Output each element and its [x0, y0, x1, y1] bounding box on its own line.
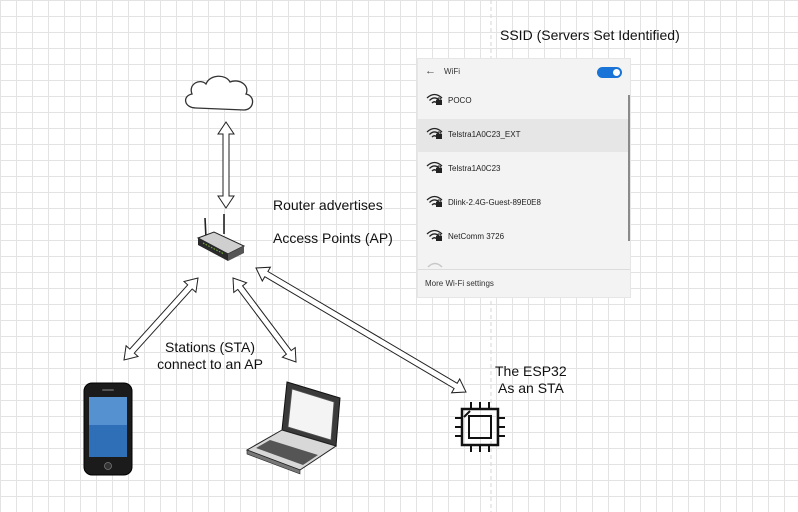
ssid-label: SSID (Servers Set Identified) — [500, 27, 680, 43]
network-list-item-partial — [418, 259, 629, 269]
network-name: POCO — [448, 96, 472, 105]
router-icon — [196, 214, 246, 261]
laptop-icon — [245, 381, 341, 475]
router-label-line2: Access Points (AP) — [273, 230, 393, 246]
wifi-lock-icon — [426, 92, 443, 106]
network-name: Telstra1A0C23_EXT — [448, 130, 521, 139]
network-item[interactable]: POCO — [418, 85, 629, 118]
wifi-lock-icon — [426, 126, 443, 140]
phone-icon — [83, 382, 133, 476]
more-wifi-settings-link[interactable]: More Wi-Fi settings — [425, 279, 494, 288]
esp-label-line1: The ESP32 — [495, 363, 567, 379]
cloud-router-arrow — [217, 121, 235, 209]
network-name: Dlink-2.4G-Guest-89E0E8 — [448, 198, 541, 207]
stations-label-line2: connect to an AP — [157, 356, 263, 372]
network-item[interactable]: Telstra1A0C23 — [418, 153, 629, 186]
network-item[interactable]: NetComm 3726 — [418, 221, 629, 254]
router-phone-arrow — [123, 277, 199, 361]
chip-icon — [455, 402, 505, 452]
router-esp-arrow — [255, 266, 467, 394]
cloud-icon — [185, 75, 254, 111]
network-item[interactable]: Telstra1A0C23_EXT — [418, 119, 629, 152]
router-laptop-arrow — [232, 277, 297, 363]
network-item[interactable]: Dlink-2.4G-Guest-89E0E8 — [418, 187, 629, 220]
wifi-panel: ← WiFi POCO Telstra1A0C23_EXT Telstra1A0C2… — [417, 58, 631, 298]
router-label-line1: Router advertises — [273, 197, 383, 213]
network-name: NetComm 3726 — [448, 232, 505, 241]
wifi-panel-footer: More Wi-Fi settings — [418, 269, 630, 299]
network-name: Telstra1A0C23 — [448, 164, 501, 173]
network-list-scrollbar[interactable] — [628, 95, 630, 241]
wifi-toggle[interactable] — [597, 67, 622, 78]
stations-label-line1: Stations (STA) — [165, 339, 255, 355]
back-arrow-icon[interactable]: ← — [425, 65, 436, 77]
wifi-panel-header: ← WiFi — [418, 59, 630, 85]
wifi-panel-title: WiFi — [444, 67, 460, 76]
wifi-lock-icon — [426, 228, 443, 242]
wifi-lock-icon — [426, 160, 443, 174]
wifi-lock-icon — [426, 194, 443, 208]
esp-label-line2: As an STA — [498, 380, 564, 396]
wifi-toggle-knob — [613, 69, 620, 76]
connection-arrows — [123, 121, 467, 394]
